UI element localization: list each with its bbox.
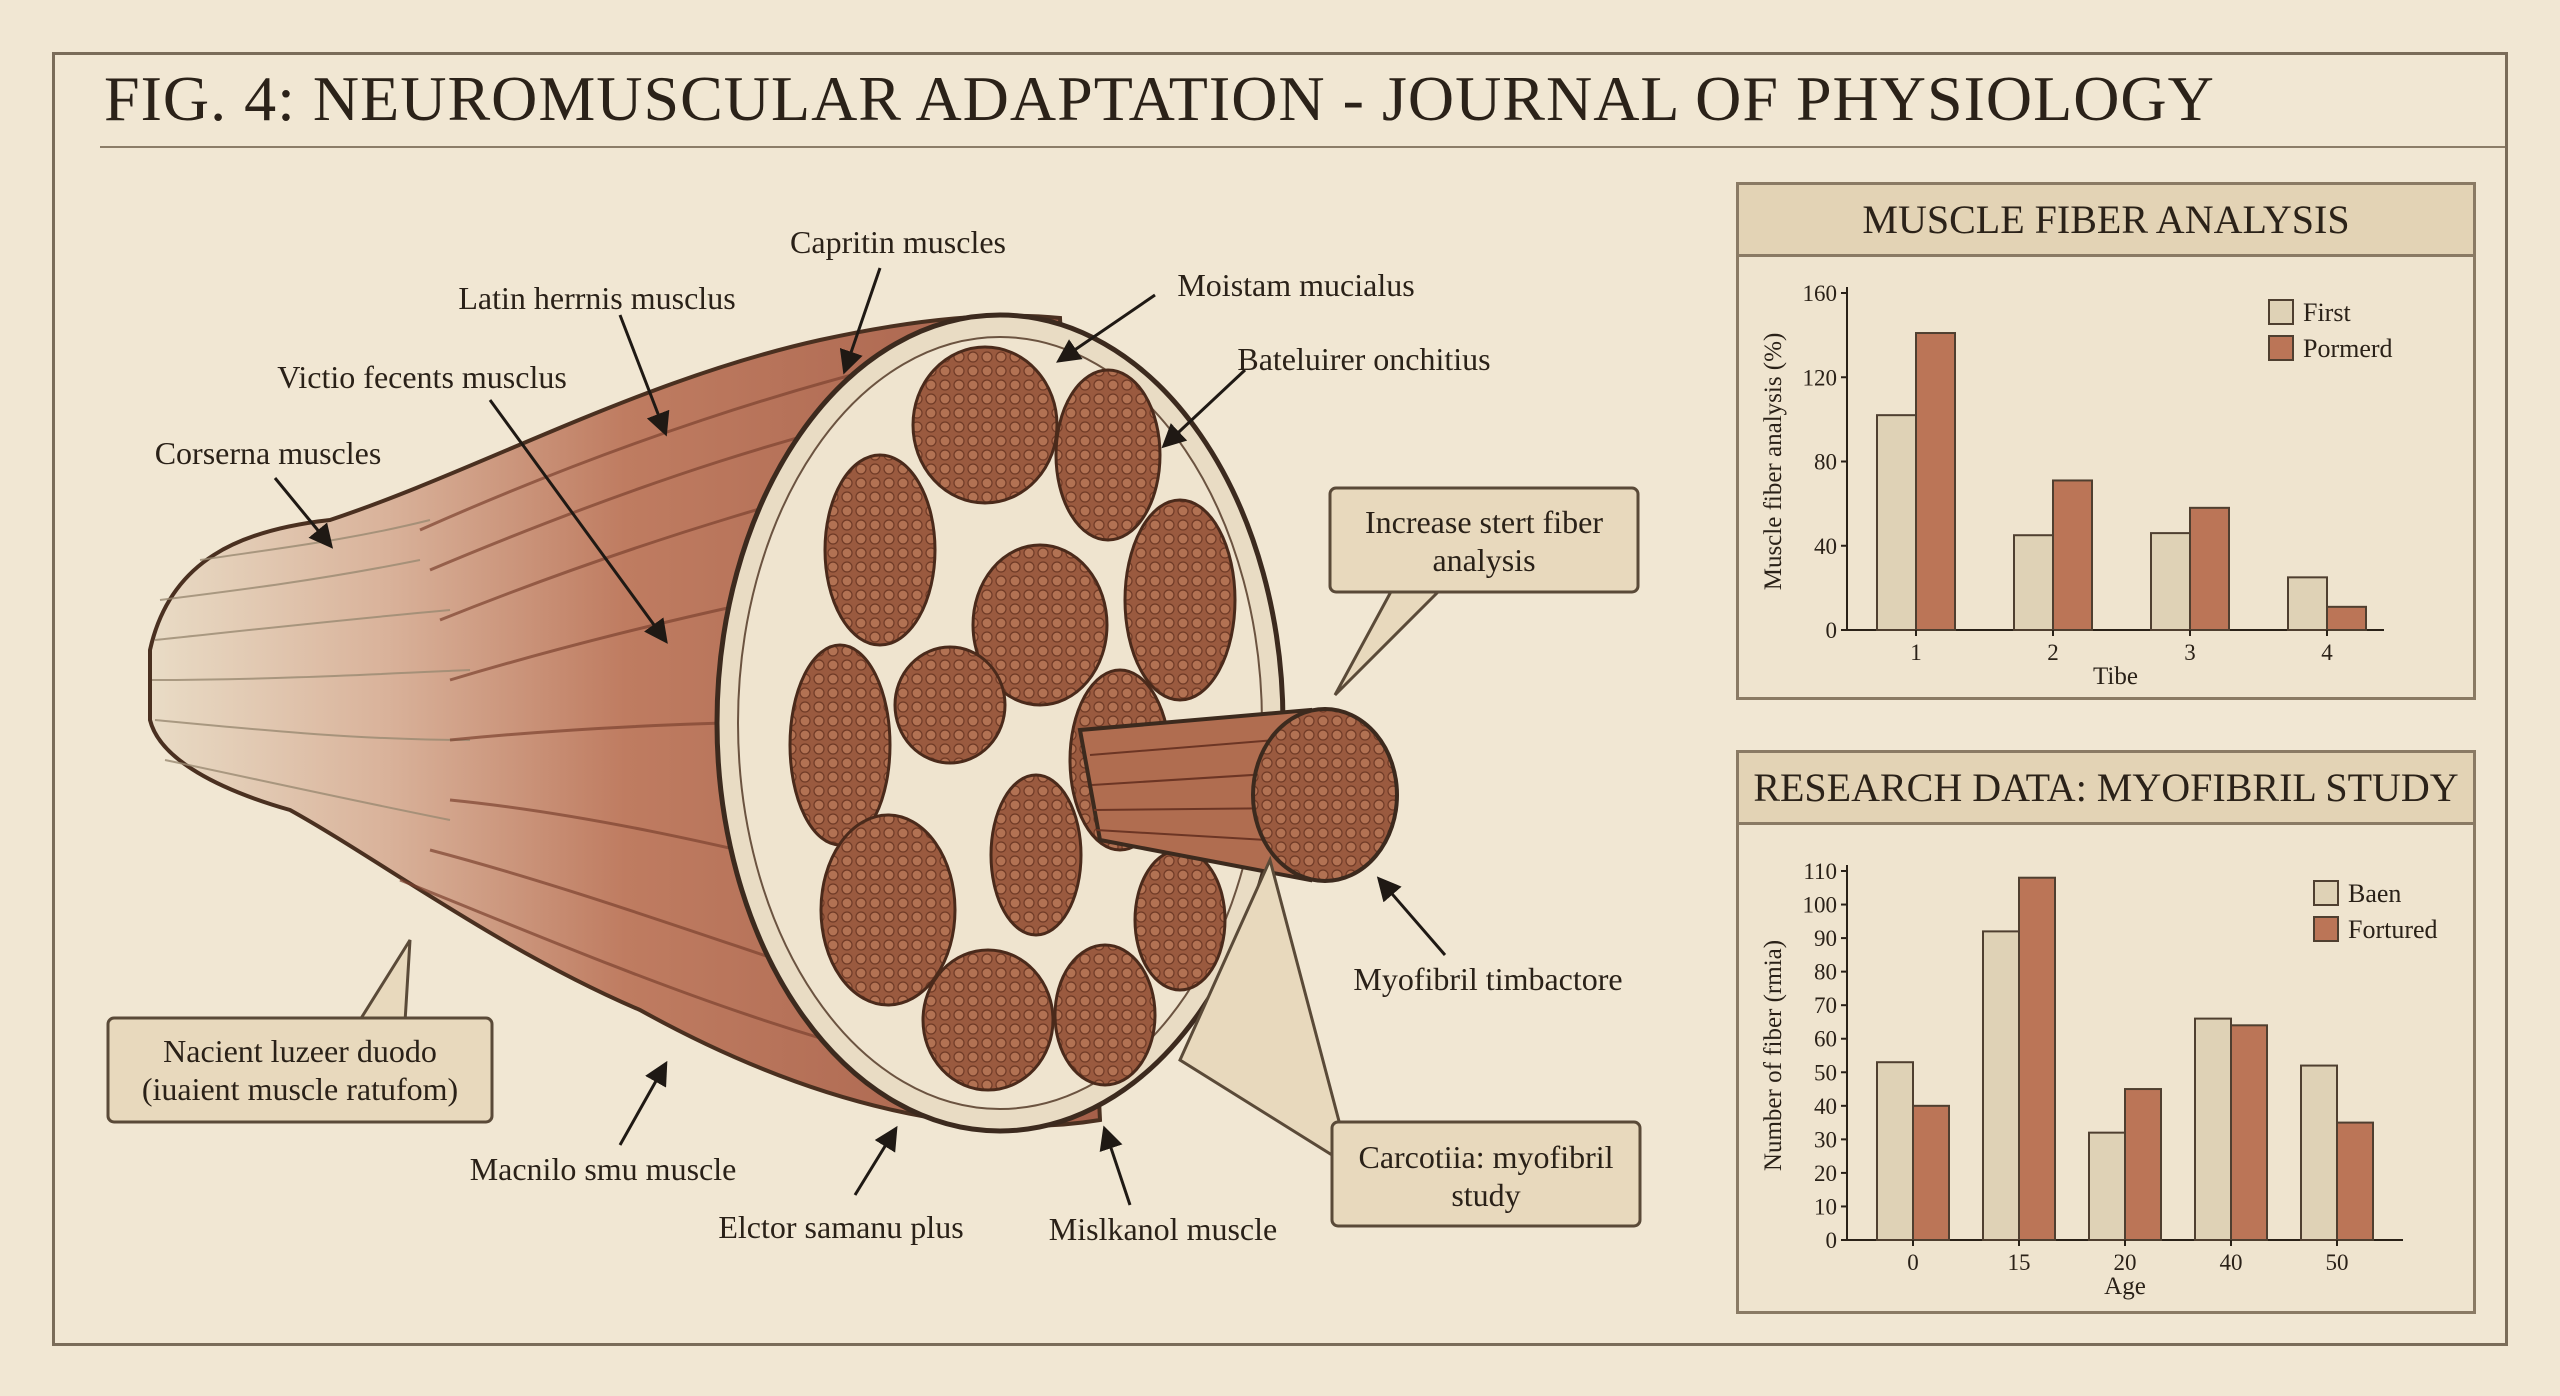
label-victio: Victio fecents musclus [277, 359, 567, 395]
label-moistam: Moistam mucialus [1177, 267, 1414, 303]
legend-swatch-first [2268, 299, 2294, 325]
y-tick-label: 0 [1826, 618, 1838, 643]
y-tick-label: 90 [1814, 926, 1837, 951]
bar-fortured [2336, 1121, 2374, 1241]
bar-fortured [2124, 1088, 2162, 1241]
label-corserna: Corserna muscles [155, 435, 382, 471]
y-tick-label: 40 [1814, 1094, 1837, 1119]
bar-baen [2300, 1064, 2338, 1241]
callout-nacient-line2: (iuaient muscle ratufom) [142, 1071, 458, 1107]
label-mislkanol: Mislkanol muscle [1049, 1211, 1277, 1247]
label-capritin: Capritin muscles [790, 224, 1006, 260]
legend-label-first: First [2303, 298, 2351, 327]
bar-first [2013, 534, 2054, 631]
y-tick-label: 100 [1803, 893, 1838, 918]
bar-fortured [2230, 1024, 2268, 1241]
x-tick-label: 0 [1907, 1250, 1919, 1275]
fiber-analysis-header: MUSCLE FIBER ANALYSIS [1739, 185, 2473, 257]
x-tick-label: 3 [2184, 640, 2196, 665]
callout-nacient: Nacient luzeer duodo (iuaient muscle rat… [106, 939, 494, 1124]
bar-pormerd [2189, 506, 2230, 631]
y-tick-label: 70 [1814, 993, 1837, 1018]
label-elctor: Elctor samanu plus [718, 1209, 963, 1245]
y-tick-label: 20 [1814, 1161, 1837, 1186]
label-bateluirer: Bateluirer onchitius [1237, 341, 1490, 377]
x-tick-label: 50 [2326, 1250, 2349, 1275]
y-axis-label: Number of fiber (rmia) [1760, 940, 1787, 1171]
bar-baen [2088, 1131, 2126, 1241]
y-tick-label: 120 [1803, 365, 1838, 390]
myofibril-study-panel: RESEARCH DATA: MYOFIBRIL STUDY 0 10 20 30 40… [1736, 750, 2476, 1314]
legend-swatch-baen [2313, 880, 2339, 906]
x-tick-label: 20 [2114, 1250, 2137, 1275]
legend-label-pormerd: Pormerd [2303, 334, 2393, 363]
y-tick-label: 80 [1814, 960, 1837, 985]
legend-swatch-pormerd [2268, 335, 2294, 361]
bar-pormerd [2326, 605, 2367, 631]
bar-first [2150, 532, 2191, 631]
label-arrows [273, 267, 1447, 1206]
bar-pormerd [2052, 479, 2093, 631]
callout-carcotiia-line1: Carcotiia: myofibril [1358, 1139, 1613, 1175]
y-tick-label: 110 [1803, 859, 1837, 884]
bar-first [1876, 414, 1917, 631]
myofibril-study-header: RESEARCH DATA: MYOFIBRIL STUDY [1739, 753, 2473, 825]
y-tick-label: 80 [1814, 450, 1837, 475]
x-axis-label: Age [2104, 1273, 2146, 1300]
label-myofibril: Myofibril timbactore [1353, 961, 1622, 997]
x-tick-label: 40 [2220, 1250, 2243, 1275]
bar-fortured [1912, 1104, 1950, 1241]
bar-first [2287, 576, 2328, 631]
callout-carcotiia: Carcotiia: myofibril study [1178, 855, 1642, 1228]
y-tick-label: 0 [1826, 1228, 1838, 1253]
legend-label-baen: Baen [2348, 879, 2401, 908]
x-tick-label: 1 [1910, 640, 1922, 665]
title-divider [100, 146, 2505, 148]
callout-increase: Increase stert fiber analysis [1328, 486, 1640, 697]
callout-nacient-line1: Nacient luzeer duodo [163, 1033, 437, 1069]
x-tick-label: 4 [2321, 640, 2333, 665]
y-tick-label: 160 [1803, 281, 1838, 306]
x-axis-label: Tibe [2093, 663, 2138, 690]
y-tick-label: 40 [1814, 534, 1837, 559]
y-axis-label: Muscle fiber analysis (%) [1760, 333, 1787, 591]
y-tick-label: 10 [1814, 1194, 1837, 1219]
y-tick-label: 50 [1814, 1060, 1837, 1085]
bar-baen [1876, 1061, 1914, 1241]
y-tick-label: 30 [1814, 1127, 1837, 1152]
x-tick-label: 15 [2008, 1250, 2031, 1275]
callout-increase-line1: Increase stert fiber [1365, 504, 1603, 540]
figure-frame [52, 52, 2508, 1346]
y-tick-label: 60 [1814, 1027, 1837, 1052]
bar-fortured [2018, 876, 2056, 1242]
bar-baen [2194, 1017, 2232, 1241]
label-macnilo: Macnilo smu muscle [470, 1151, 737, 1187]
callout-increase-line2: analysis [1432, 542, 1535, 578]
label-latin: Latin herrnis musclus [458, 280, 735, 316]
legend-swatch-fortured [2313, 916, 2339, 942]
x-tick-label: 2 [2047, 640, 2059, 665]
legend-label-fortured: Fortured [2348, 915, 2438, 944]
bar-pormerd [1915, 332, 1956, 632]
bar-baen [1982, 930, 2020, 1242]
callout-carcotiia-line2: study [1451, 1177, 1520, 1213]
page-title: FIG. 4: NEUROMUSCULAR ADAPTATION - JOURN… [104, 63, 2215, 134]
fibre-end [1251, 707, 1399, 883]
